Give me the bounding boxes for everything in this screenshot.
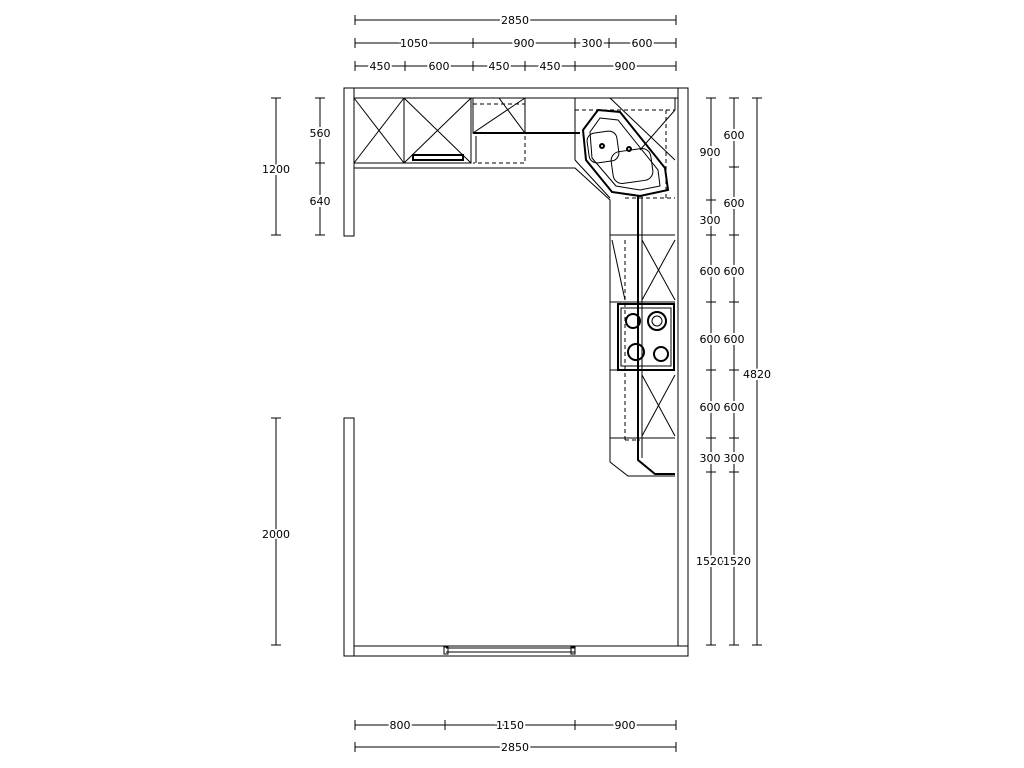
- wall-cabinet: [403, 97, 472, 164]
- dim-label: 300: [700, 214, 721, 227]
- wall-cabinet: [353, 97, 405, 164]
- window-bottom: [443, 646, 576, 655]
- dim-label: 300: [700, 452, 721, 465]
- right-counter-run: [609, 196, 676, 477]
- dim-label: 600: [724, 197, 745, 210]
- dim-label: 300: [724, 452, 745, 465]
- dimension-left-lower: 2000: [260, 417, 292, 646]
- base-cabinet-outline: [473, 103, 526, 164]
- dim-label: 900: [514, 37, 535, 50]
- dim-label: 600: [429, 60, 450, 73]
- dim-label: 4820: [743, 368, 771, 381]
- dim-label: 450: [489, 60, 510, 73]
- wall-cabinet: [472, 97, 526, 134]
- corner-sink: [581, 108, 670, 198]
- dim-label: 900: [615, 60, 636, 73]
- wall-left-upper: [343, 87, 355, 237]
- dimension-top-row-2: 1050 900 300 600: [354, 35, 677, 52]
- dim-label: 600: [632, 37, 653, 50]
- wall-right: [677, 87, 689, 657]
- dimension-left-parts: 560 640: [308, 97, 333, 236]
- dimension-top-row-3: 450 600 450 450 900: [354, 58, 677, 75]
- dim-label: 300: [582, 37, 603, 50]
- top-counter-outline: [353, 98, 611, 235]
- wall-top: [343, 87, 689, 99]
- dim-label: 2000: [262, 528, 290, 541]
- dim-label: 2850: [501, 14, 529, 27]
- dimension-bottom-row: 800 1150 900: [354, 717, 677, 734]
- dim-label: 600: [700, 265, 721, 278]
- dim-label: 1520: [696, 555, 724, 568]
- dim-label: 900: [615, 719, 636, 732]
- right-counter-outline: [609, 200, 675, 477]
- dim-label: 600: [724, 265, 745, 278]
- dim-label: 600: [724, 129, 745, 142]
- dimension-left-total: 1200: [260, 97, 292, 236]
- dimension-right-a: 900 300 600 600 600 300 1520: [694, 97, 726, 646]
- cooktop: [617, 303, 675, 371]
- top-counter-run: [353, 97, 676, 235]
- dim-label: 600: [700, 401, 721, 414]
- wall-left-lower: [343, 417, 355, 657]
- dim-label: 560: [310, 127, 331, 140]
- right-wall-cabinet: [611, 239, 676, 301]
- dim-label: 600: [700, 333, 721, 346]
- dimension-right-b: 600 600 600 600 600 300 1520: [721, 97, 753, 646]
- dim-label: 450: [540, 60, 561, 73]
- dim-label: 1200: [262, 163, 290, 176]
- dim-label: 1520: [723, 555, 751, 568]
- dim-label: 600: [724, 401, 745, 414]
- dim-label: 450: [370, 60, 391, 73]
- right-base-cabinet: [641, 374, 676, 437]
- dim-label: 2850: [501, 741, 529, 754]
- dim-label: 1150: [496, 719, 524, 732]
- right-counter-front-edge: [637, 196, 675, 475]
- dimension-right-total: 4820: [741, 97, 773, 646]
- dimension-top-total: 2850: [354, 12, 677, 29]
- dimension-bottom-total: 2850: [354, 739, 677, 756]
- dim-label: 800: [390, 719, 411, 732]
- dim-label: 640: [310, 195, 331, 208]
- room-walls: [343, 87, 689, 657]
- dim-label: 900: [700, 146, 721, 159]
- dim-label: 600: [724, 333, 745, 346]
- dim-label: 1050: [400, 37, 428, 50]
